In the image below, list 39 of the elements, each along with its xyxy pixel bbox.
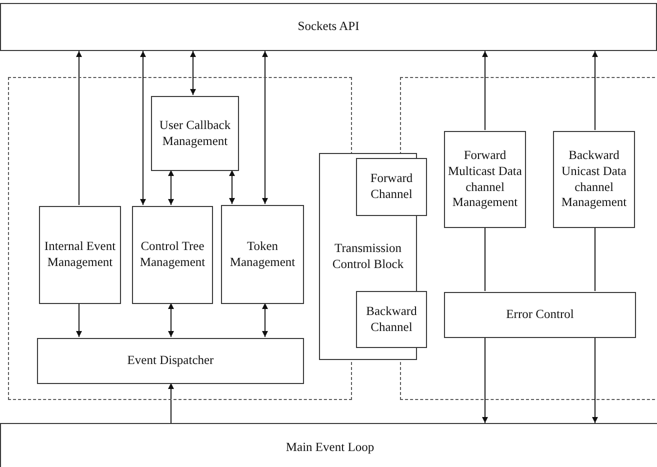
box-label: Sockets API <box>296 19 360 35</box>
box-label: Control Tree Management <box>138 239 206 271</box>
process-box <box>356 291 427 348</box>
arrow <box>592 50 598 130</box>
process-box <box>39 206 121 304</box>
arrow <box>168 170 174 206</box>
box-label: Forward Channel <box>369 171 414 203</box>
process-box <box>132 206 213 304</box>
arrow <box>190 50 196 96</box>
arrow <box>482 50 488 130</box>
arrow <box>482 336 488 424</box>
process-box <box>356 158 427 216</box>
arrow <box>168 382 174 424</box>
arrow <box>592 336 598 424</box>
box-label: Error Control <box>505 307 575 323</box>
process-box <box>37 338 304 384</box>
box-label: Internal Event Management <box>43 239 117 271</box>
box-label: Forward Multicast Data channel Management <box>447 148 523 211</box>
box-label: Event Dispatcher <box>126 353 215 369</box>
box-label: Backward Unicast Data channel Management <box>560 148 628 211</box>
arrow <box>140 50 146 206</box>
box-label: User Callback Management <box>158 118 232 150</box>
arrow <box>262 302 268 338</box>
arrow <box>229 170 235 204</box>
process-box <box>0 3 657 51</box>
box-label: Token Management <box>228 238 296 270</box>
box-label: Main Event Loop <box>284 440 376 456</box>
box-label: Transmission Control Block <box>331 240 405 272</box>
arrow <box>76 302 82 338</box>
process-box <box>151 96 239 171</box>
arrow <box>168 302 174 338</box>
box-label: Backward Channel <box>365 304 418 336</box>
process-box <box>444 292 636 338</box>
process-box <box>221 205 304 304</box>
process-box <box>553 131 635 228</box>
arrow <box>76 50 82 206</box>
arrow <box>262 50 268 204</box>
process-box <box>0 423 657 467</box>
process-box <box>444 131 526 228</box>
